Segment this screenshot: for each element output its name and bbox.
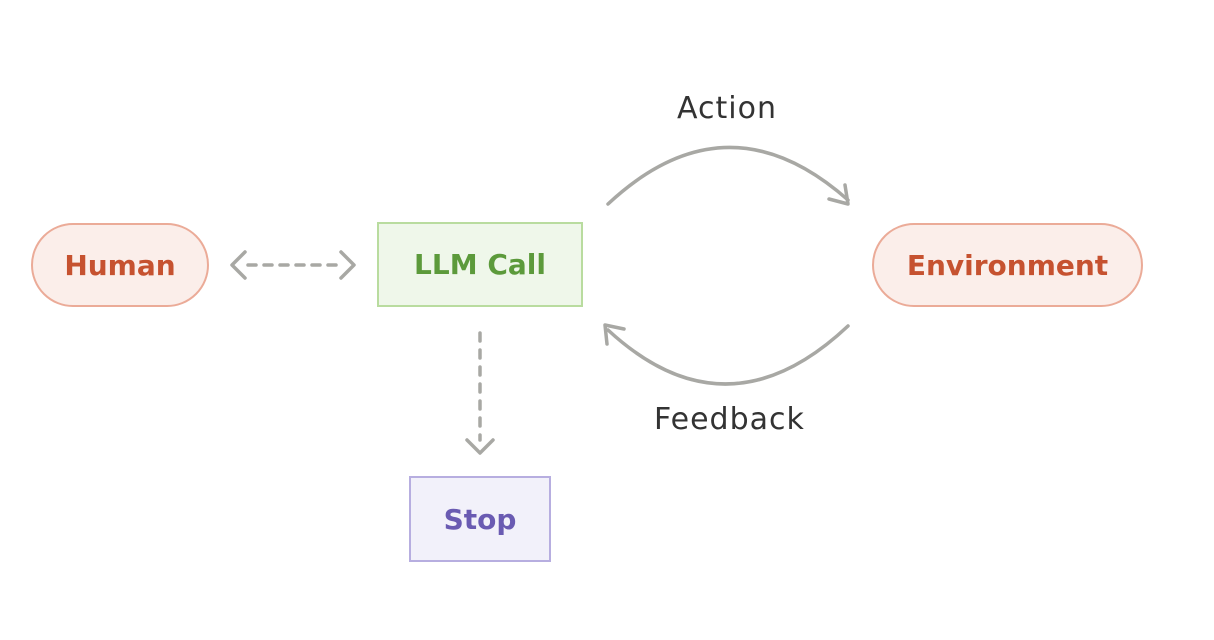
environment-node: Environment xyxy=(872,223,1143,307)
action-edge-label: Action xyxy=(677,91,777,126)
feedback-edge-label: Feedback xyxy=(654,402,805,437)
human-llm-dashed-arrow xyxy=(230,250,356,280)
llm-stop-dashed-arrow xyxy=(465,331,495,455)
environment-node-label: Environment xyxy=(906,248,1109,282)
stop-node: Stop xyxy=(409,476,551,562)
stop-node-label: Stop xyxy=(443,502,517,536)
llm-call-node-label: LLM Call xyxy=(414,248,546,281)
llm-call-node: LLM Call xyxy=(377,222,583,307)
human-node-label: Human xyxy=(64,248,176,282)
action-arc-arrow xyxy=(606,145,850,206)
human-node: Human xyxy=(31,223,209,307)
feedback-arc-arrow xyxy=(603,323,850,386)
